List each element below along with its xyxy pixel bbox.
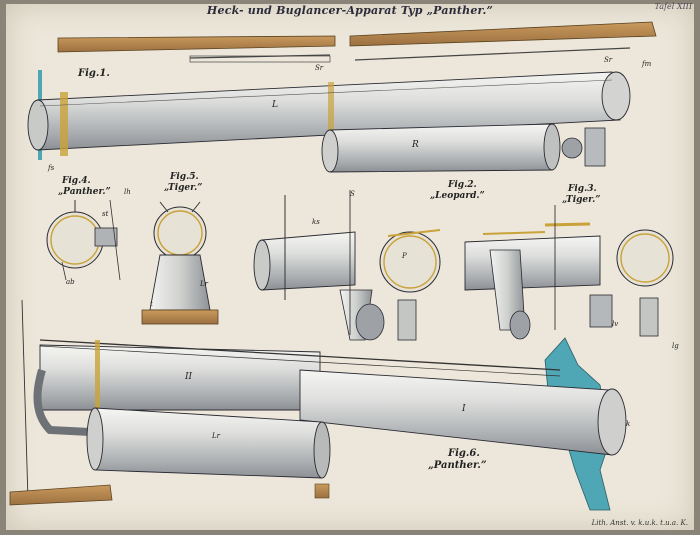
fig2-subtitle: „Leopard.” xyxy=(430,191,485,201)
label-s: S xyxy=(350,190,355,198)
label-t: t xyxy=(150,300,153,308)
fig1-air-reservoir xyxy=(321,123,606,173)
label-fm: fm xyxy=(642,60,652,68)
label-ii: II xyxy=(185,372,193,382)
label-lg: lg xyxy=(672,342,679,350)
fig4-caption: Fig.4. xyxy=(62,176,91,186)
fig6-launch-tubes xyxy=(33,339,627,456)
label-lr-fig6: Lr xyxy=(212,432,220,440)
fig2-leopard-section xyxy=(253,190,441,341)
fig1-caption: Fig.1. xyxy=(78,68,110,79)
label-ks: ks xyxy=(312,218,320,226)
label-lh: lh xyxy=(124,188,131,196)
lithographer-credit: Lith. Anst. v. k.u.k. t.u.a. K. xyxy=(591,519,688,527)
fig1-deck-plank xyxy=(38,21,657,160)
fig3-caption: Fig.3. xyxy=(568,184,597,194)
fig3-subtitle: „Tiger.” xyxy=(562,195,601,205)
label-st: st xyxy=(102,210,109,218)
label-lr: Lr xyxy=(200,280,208,288)
fig6-caption: Fig.6. xyxy=(448,448,480,459)
label-l: L xyxy=(272,100,278,110)
fig6-air-reservoir xyxy=(86,407,331,479)
label-i: I xyxy=(462,404,466,414)
plate-number: Tafel XIII xyxy=(654,2,692,11)
fig5-subtitle: „Tiger.” xyxy=(164,183,203,193)
fig6-subtitle: „Panther.” xyxy=(428,460,487,471)
label-r: R xyxy=(412,140,419,150)
label-k: k xyxy=(626,420,631,428)
fig5-tiger-section xyxy=(141,201,219,325)
label-lv: lv xyxy=(612,320,619,328)
fig5-caption: Fig.5. xyxy=(170,172,199,182)
fig4-subtitle: „Panther.” xyxy=(58,187,111,197)
label-sr-2: Sr xyxy=(604,56,613,64)
label-fs: fs xyxy=(48,164,55,172)
label-ab: ab xyxy=(66,278,75,286)
fig1-launch-tube xyxy=(27,47,631,156)
fig4-panther-section xyxy=(46,199,121,281)
label-sr: Sr xyxy=(315,64,324,72)
plate-title: Heck- und Buglancer-Apparat Typ „Panther… xyxy=(206,4,494,17)
label-p: P xyxy=(402,252,407,260)
fig2-caption: Fig.2. xyxy=(448,180,477,190)
fig3-tiger-section xyxy=(464,205,674,340)
